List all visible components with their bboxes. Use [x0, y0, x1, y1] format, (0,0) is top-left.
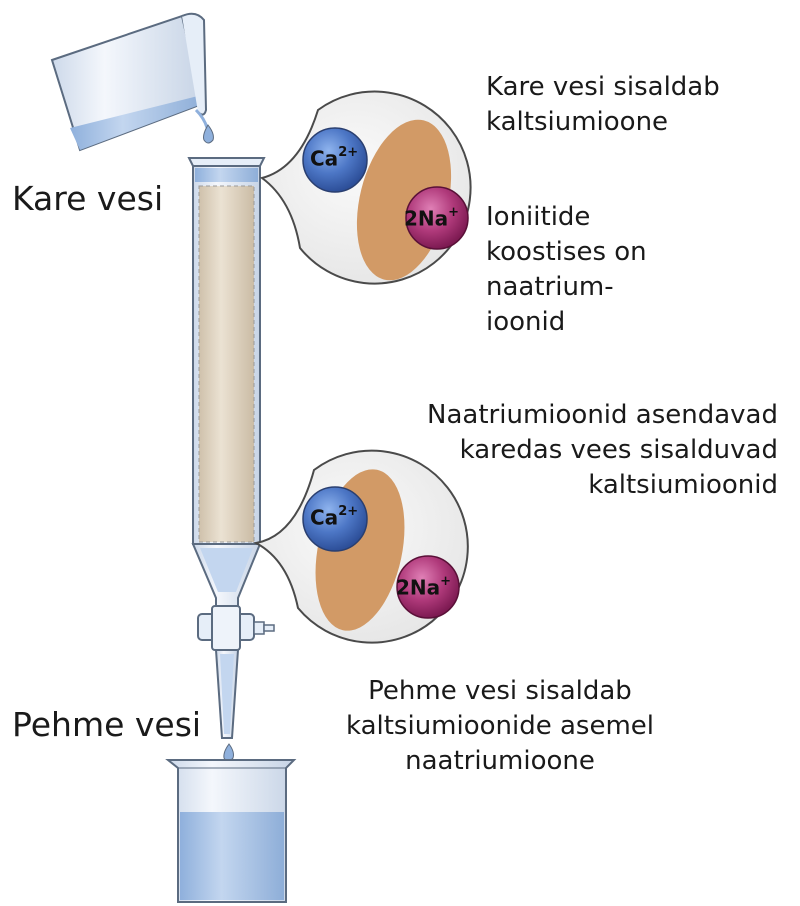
drop-outlet: [223, 743, 234, 762]
soft-water-label: Pehme vesi: [12, 705, 202, 744]
magnify-bubble-top: [259, 90, 472, 285]
column: [187, 157, 275, 739]
sodium-ion-label-bottom: 2Na+: [396, 574, 452, 600]
calcium-ion-label-top: Ca2+: [310, 145, 359, 171]
drop-pouring: [203, 124, 214, 144]
hard-water-label: Kare vesi: [12, 179, 164, 218]
calcium-ion-label-bottom: Ca2+: [310, 504, 359, 530]
soft-water-description: Pehme vesi sisaldab kaltsiumioonide asem…: [345, 676, 655, 776]
hard-water-description: Kare vesi sisaldab kaltsiumioone: [486, 72, 720, 137]
sodium-ion-top: [405, 186, 469, 250]
collecting-beaker: [165, 759, 297, 903]
exchange-description: Naatriumioonid asendavad karedas vees si…: [427, 400, 778, 500]
sodium-ion-bottom: [396, 555, 460, 619]
magnify-bubble-bottom: [252, 449, 469, 644]
sodium-ion-label-top: 2Na+: [404, 205, 460, 231]
resin-description: Ioniitide koostises on naatrium- ioonid: [486, 202, 647, 337]
calcium-ion-top: [302, 127, 368, 193]
pouring-beaker: [50, 12, 210, 152]
calcium-ion-bottom: [302, 486, 368, 552]
